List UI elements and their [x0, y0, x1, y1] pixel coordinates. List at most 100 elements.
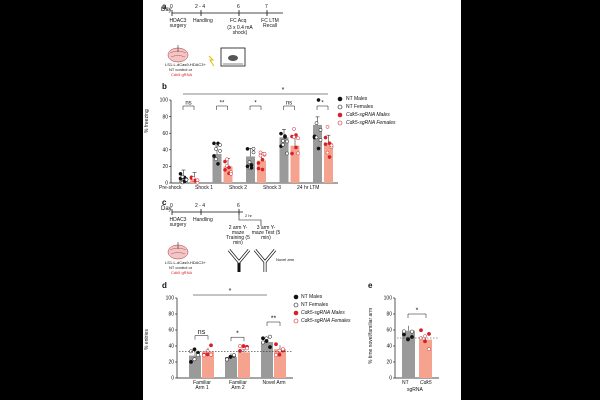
- chart-b-point-1-3-7: [296, 136, 300, 141]
- event-fc-ltm: FC LTM Recall: [261, 18, 279, 29]
- chart-b-cat-0: Pre-shock: [159, 185, 182, 191]
- chart-d-overall-sig: *: [229, 288, 232, 295]
- chart-b-sig-0: ns: [185, 101, 191, 107]
- chart-d-point-0-1-4: [228, 354, 233, 359]
- chart-d-point-1-0-2: [209, 343, 213, 348]
- chart-e-point-0-3: [402, 329, 406, 334]
- timeline-c-tick-0: 0: [170, 203, 173, 209]
- chart-e-cat-0: NT: [402, 380, 409, 386]
- panel-label-d: d: [162, 281, 167, 290]
- chart-b-point-1-1-5: [225, 157, 229, 162]
- chart-b-bar-1-3: [290, 145, 300, 183]
- chart-b-point-1-1-6: [227, 165, 231, 170]
- timeline-a-graphics: [167, 10, 283, 67]
- chart-b-point-1-3-5: [292, 135, 296, 139]
- chart-e-point-1-5: [427, 347, 431, 352]
- chart-e-point-1-4: [423, 339, 427, 344]
- chart-e-ytick-label-3: 60: [386, 328, 392, 334]
- chart-d-bar-0-2: [261, 342, 273, 378]
- chart-b-point-0-2-0: [245, 147, 250, 151]
- chart-e-ytick-label-1: 20: [386, 360, 392, 366]
- chart-b-point-0-2-3: [251, 146, 256, 151]
- chart-b-point-1-4-7: [329, 143, 334, 148]
- legend-b-marker-2: [337, 112, 343, 118]
- legend-b-1: NT Females: [346, 104, 374, 110]
- chart-d-point-0-2-3: [261, 340, 265, 345]
- mouse-icon: [228, 55, 238, 61]
- chart-b-point-0-3-7: [285, 139, 289, 144]
- chart-e-sig-bracket: [407, 313, 427, 318]
- chart-e-point-1-2: [427, 331, 431, 336]
- chart-b-point-0-0-0: [178, 171, 183, 176]
- chart-d-point-0-2-2: [268, 345, 272, 350]
- chart-b-point-1-2-5: [258, 153, 263, 158]
- chart-b-bar-0-4: [313, 124, 322, 183]
- chart-b-point-0-2-4: [245, 164, 250, 169]
- timeline-c-day: Day: [161, 206, 172, 212]
- chart-d-point-1-0-5: [209, 352, 213, 357]
- chart-b-point-0-4-2: [316, 98, 321, 102]
- chart-d-ytick-label-3: 60: [168, 328, 174, 334]
- chart-b-bar-0-3: [279, 137, 289, 183]
- legend-d-2: Cdk5-sgRNA Males: [301, 310, 345, 316]
- control-c: NT control or: [169, 265, 193, 270]
- chart-b-point-1-1-4: [223, 168, 227, 172]
- chart-d-bar-0-1: [225, 357, 237, 378]
- chart-d-sig-bracket-0: [194, 335, 209, 340]
- chart-d-cat-0: Familiar Arm 1: [193, 380, 211, 391]
- legend-d-3: Cdk5-sgRNA Females: [301, 318, 351, 324]
- chart-b-point-0-4-3: [318, 138, 323, 142]
- chart-b-point-1-3-3: [296, 151, 300, 156]
- chart-e-ytick-label-4: 80: [386, 312, 392, 318]
- chart-b-ytick-label-5: 100: [160, 98, 169, 104]
- chart-e-xlabel: sgRNA: [407, 387, 423, 393]
- panel-label-a: a: [162, 2, 167, 11]
- event-c-training: 2 arm Y-maze Training (5 min): [226, 225, 250, 246]
- chart-b-bar-0-2: [246, 156, 255, 183]
- chart-b-point-1-1-7: [229, 171, 233, 176]
- chart-e-bar-1: [419, 339, 432, 378]
- legend-b-marker-0: [337, 96, 343, 102]
- chart-e-bar-0: [402, 330, 415, 378]
- timeline-a-tick-0: 0: [170, 4, 173, 10]
- chart-d-point-0-1-3: [225, 357, 229, 362]
- chart-b-point-0-3-5: [281, 142, 285, 147]
- chart-b-point-1-3-1: [292, 127, 296, 131]
- control-a: NT control or: [169, 67, 193, 72]
- timeline-c-tick-1: 2 - 4: [195, 203, 206, 209]
- chart-b-point-0-1-6: [216, 162, 220, 166]
- chart-b-point-0-1-5: [214, 147, 218, 151]
- panel-label-c: c: [162, 198, 167, 207]
- chart-b-point-0-2-5: [247, 160, 252, 165]
- chart-b-ytick-label-1: 20: [162, 164, 168, 170]
- chart-b-point-0-3-6: [283, 134, 287, 138]
- chart-b-bar-1-2: [257, 160, 266, 183]
- event-c-surgery: HDAC3 surgery: [169, 217, 187, 228]
- chart-b-sig-bracket-2: [249, 105, 262, 110]
- chart-b-overall-sig: *: [282, 87, 285, 94]
- chart-e-point-1-0: [419, 328, 423, 333]
- chart-b-cat-3: Shock 3: [263, 185, 282, 191]
- chart-d-point-1-2-4: [277, 352, 282, 357]
- panel-label-b: b: [162, 82, 167, 91]
- chart-e-point-0-4: [406, 337, 410, 342]
- legend-d-1: NT Females: [301, 302, 329, 308]
- chart-d-point-0-0-1: [192, 357, 197, 362]
- chart-b-point-0-4-7: [318, 128, 323, 132]
- chart-b-point-1-0-7: [195, 178, 200, 183]
- chart-b-point-1-2-2: [260, 157, 265, 162]
- chart-b-bar-0-1: [212, 153, 222, 183]
- chart-b-point-1-1-0: [223, 159, 227, 164]
- chart-d-point-0-0-5: [196, 353, 200, 358]
- figure-panel: a b c d e Day 0 2 - 4 6 7 HDAC3 surgery …: [143, 0, 461, 400]
- chart-e-ytick-label-2: 40: [386, 344, 392, 350]
- chart-b-ytick-label-3: 60: [162, 131, 168, 137]
- chart-b-sig-2: *: [254, 101, 257, 107]
- chart-b-point-0-1-1: [214, 157, 218, 162]
- chart-b-point-1-4-6: [327, 155, 332, 159]
- chart-d-sig-bracket-1: [230, 336, 245, 342]
- chart-b-point-0-4-5: [314, 135, 319, 140]
- chart-b-point-0-4-1: [314, 121, 319, 126]
- chart-b-point-0-0-5: [180, 174, 185, 179]
